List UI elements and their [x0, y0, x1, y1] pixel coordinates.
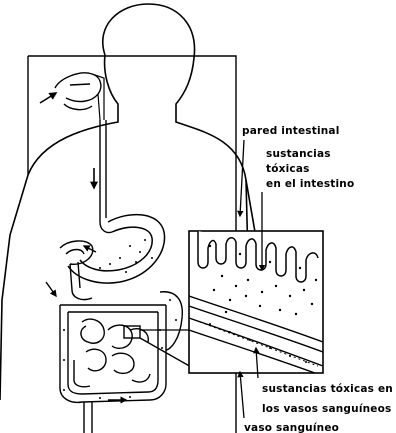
label-toxic-gut-2: tóxicas	[266, 163, 310, 175]
mouth-arrow	[40, 93, 56, 103]
label-toxic-gut-1: sustancias	[266, 148, 331, 160]
mouth-region	[55, 73, 104, 120]
label-toxic-gut-3: en el intestino	[266, 178, 354, 190]
duodenum	[60, 241, 93, 300]
intestines	[60, 292, 182, 433]
wall-pointer	[240, 140, 244, 216]
left-arrow	[46, 282, 56, 296]
label-toxic-blood-2: los vasos sanguíneos	[262, 403, 391, 415]
esophagus	[100, 120, 112, 233]
label-blood-vessel: vaso sanguíneo	[244, 422, 339, 433]
label-toxic-blood-1: sustancias tóxicas en	[262, 383, 393, 395]
label-intestinal-wall: pared intestinal	[242, 125, 340, 137]
duodenum-arrow	[84, 246, 96, 252]
vessel-pointer	[240, 372, 244, 418]
stomach	[68, 215, 165, 283]
